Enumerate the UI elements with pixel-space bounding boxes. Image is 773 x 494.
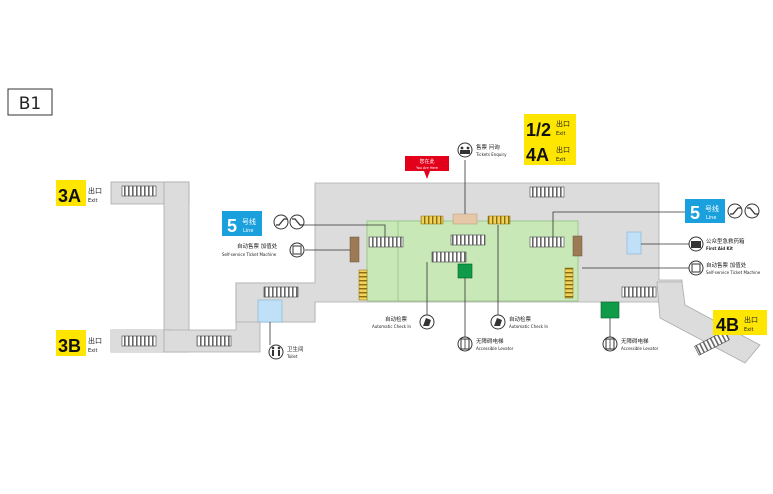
svg-text:1/2: 1/2 xyxy=(526,120,551,140)
checkin-right-label: 自动检票 Automatic Check In xyxy=(490,314,549,330)
exit-badge-3a: 3A 出口 Exit xyxy=(56,180,102,206)
elevator-right xyxy=(600,301,620,319)
first-aid-spot xyxy=(626,231,642,255)
exit-badge-4b: 4B 出口 Exit xyxy=(713,310,767,335)
svg-text:Exit: Exit xyxy=(88,198,98,204)
line-badge-left: 5 号线 Line xyxy=(222,211,262,236)
escalator-center-2 xyxy=(431,251,467,263)
escalator-right-passage xyxy=(621,286,657,298)
exit-badge-3b: 3B 出口 Exit xyxy=(56,330,102,356)
svg-text:Line: Line xyxy=(243,228,253,234)
svg-text:First Aid Kit: First Aid Kit xyxy=(706,246,733,251)
elevator-center-label: 无障碍电梯 Accessible Levator xyxy=(457,336,514,352)
gate-left xyxy=(358,269,368,301)
svg-text:卫生间: 卫生间 xyxy=(287,345,304,353)
escalator-3a xyxy=(121,185,157,197)
escalator-3b xyxy=(121,335,157,347)
first-aid-label: 公众型急救药箱 First Aid Kit xyxy=(688,236,745,252)
escalator-icon xyxy=(273,214,305,230)
floor-label: B1 xyxy=(7,88,53,116)
svg-text:Self-service Ticket Machine: Self-service Ticket Machine xyxy=(706,270,761,275)
elevator-right-label: 无障碍电梯 Accessible Levator xyxy=(602,336,659,352)
escalator-exit-1-2 xyxy=(529,186,565,198)
escalator-bottom xyxy=(196,335,232,347)
concourse xyxy=(110,181,761,364)
svg-text:5: 5 xyxy=(227,216,237,236)
ticket-machine-left-label: 自动售票 加值处 Self-service Ticket Machine xyxy=(222,242,305,258)
svg-text:Toilet: Toilet xyxy=(286,354,298,359)
svg-text:Tickets Enquiry: Tickets Enquiry xyxy=(475,152,507,157)
svg-text:出口: 出口 xyxy=(88,186,102,195)
tickets-enquiry-label: 售票 问询 Tickets Enquiry xyxy=(457,142,507,158)
toilet-label: 卫生间 Toilet xyxy=(268,344,304,360)
svg-text:Self-service Ticket Machine: Self-service Ticket Machine xyxy=(222,252,277,257)
svg-text:Line: Line xyxy=(706,215,716,221)
ticket-machine-right xyxy=(572,235,583,257)
svg-text:Exit: Exit xyxy=(556,131,566,137)
escalators xyxy=(121,185,730,356)
svg-text:3B: 3B xyxy=(58,336,81,356)
svg-text:出口: 出口 xyxy=(744,315,758,324)
escalator-icon xyxy=(727,203,760,219)
ticket-gates xyxy=(358,215,574,301)
ticket-machine-right-label: 自动售票 加值处 Self-service Ticket Machine xyxy=(688,260,761,276)
escalator-right-platform xyxy=(529,236,565,248)
svg-text:Automatic Check In: Automatic Check In xyxy=(372,324,412,329)
svg-text:出口: 出口 xyxy=(556,145,570,154)
svg-text:公众型急救药箱: 公众型急救药箱 xyxy=(706,237,745,245)
svg-text:4A: 4A xyxy=(526,145,549,165)
exit-badge-1-2: 1/2 出口 Exit xyxy=(524,114,576,140)
svg-text:号线: 号线 xyxy=(705,204,719,213)
svg-text:自动检票: 自动检票 xyxy=(509,315,532,323)
svg-text:Automatic Check In: Automatic Check In xyxy=(509,324,549,329)
svg-text:Accessible Levator: Accessible Levator xyxy=(621,346,659,351)
svg-text:售票 问询: 售票 问询 xyxy=(476,143,500,151)
checkin-left-label: 自动检票 Automatic Check In xyxy=(372,314,435,330)
svg-text:您在此: 您在此 xyxy=(419,158,434,165)
svg-text:Exit: Exit xyxy=(744,327,754,333)
svg-text:自动售票 加值处: 自动售票 加值处 xyxy=(237,242,278,250)
gate-top-left xyxy=(420,215,444,225)
you-are-here: 您在此 You Are Here xyxy=(405,156,449,179)
svg-text:出口: 出口 xyxy=(556,119,570,128)
ticket-machine-icon xyxy=(688,260,704,276)
svg-text:号线: 号线 xyxy=(242,217,256,226)
escalator-passage xyxy=(263,286,299,298)
toilet-icon xyxy=(268,344,284,360)
paid-area xyxy=(366,220,579,302)
svg-text:无障碍电梯: 无障碍电梯 xyxy=(621,337,649,345)
gate-top-right xyxy=(487,215,511,225)
svg-text:自动检票: 自动检票 xyxy=(385,315,408,323)
escalator-center-1 xyxy=(450,234,486,246)
svg-text:Accessible Levator: Accessible Levator xyxy=(476,346,514,351)
svg-text:You Are Here: You Are Here xyxy=(416,166,438,170)
svg-text:B1: B1 xyxy=(19,94,41,114)
escalator-4b xyxy=(694,330,730,356)
escalator-left-platform xyxy=(368,236,404,248)
svg-text:无障碍电梯: 无障碍电梯 xyxy=(476,337,504,345)
leader-lines xyxy=(269,160,689,345)
gate-right xyxy=(564,267,574,299)
svg-text:Exit: Exit xyxy=(88,348,98,354)
svg-text:3A: 3A xyxy=(58,186,81,206)
svg-text:5: 5 xyxy=(690,203,700,223)
toilet-room xyxy=(257,299,283,323)
svg-text:Exit: Exit xyxy=(556,157,566,163)
svg-text:自动售票 加值处: 自动售票 加值处 xyxy=(706,261,747,269)
ticket-office xyxy=(452,213,478,225)
ticket-machine-left xyxy=(349,236,360,263)
svg-text:出口: 出口 xyxy=(88,336,102,345)
exit-badge-4a: 4A 出口 Exit xyxy=(524,140,576,165)
ticket-machine-icon xyxy=(289,242,305,258)
line-badge-right: 5 号线 Line xyxy=(685,199,725,223)
svg-text:4B: 4B xyxy=(716,315,739,335)
elevator-center xyxy=(457,263,473,279)
